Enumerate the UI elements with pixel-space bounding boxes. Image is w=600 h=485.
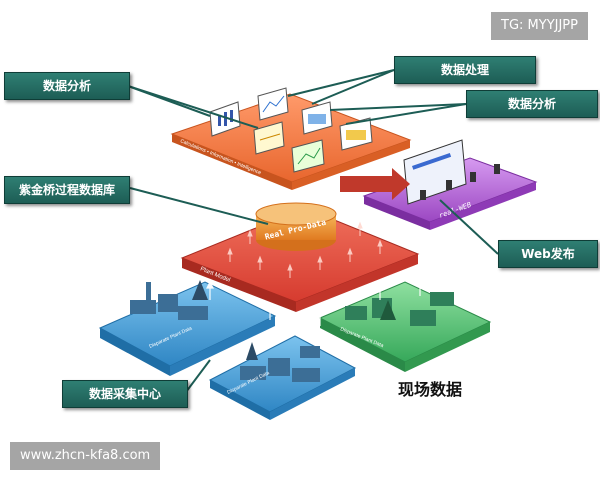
plant-panel-right: Disparate Plant Data xyxy=(318,281,492,372)
report-card-1 xyxy=(209,101,241,137)
flow-arrow-to-web xyxy=(340,168,410,200)
callout-data-processing: 数据处理 xyxy=(394,56,536,84)
web-layer: real-WEB xyxy=(362,139,538,230)
plant-panel-left: Disparate Plant Data xyxy=(98,280,277,376)
report-card-3 xyxy=(253,121,285,155)
plant-panel-center: Disparate Plant Data xyxy=(208,335,357,420)
callout-data-collection-center: 数据采集中心 xyxy=(62,380,188,408)
callout-data-analysis-right: 数据分析 xyxy=(466,90,598,118)
report-card-6 xyxy=(291,139,325,173)
field-data-label: 现场数据 xyxy=(398,380,463,399)
callout-connectors xyxy=(127,69,499,393)
callout-process-database: 紫金桥过程数据库 xyxy=(4,176,130,204)
callout-data-analysis-left: 数据分析 xyxy=(4,72,130,100)
report-card-2 xyxy=(257,87,289,121)
calculations-layer: Calculations • Information • Intelligenc… xyxy=(170,87,412,190)
callout-web-publish: Web发布 xyxy=(498,240,598,268)
real-pro-data-cylinder: Real Pro-Data xyxy=(255,202,337,251)
watermark-bottom: www.zhcn-kfa8.com xyxy=(10,442,161,470)
watermark-top: TG: MYYJJPP xyxy=(491,12,588,40)
report-card-4 xyxy=(301,101,333,135)
